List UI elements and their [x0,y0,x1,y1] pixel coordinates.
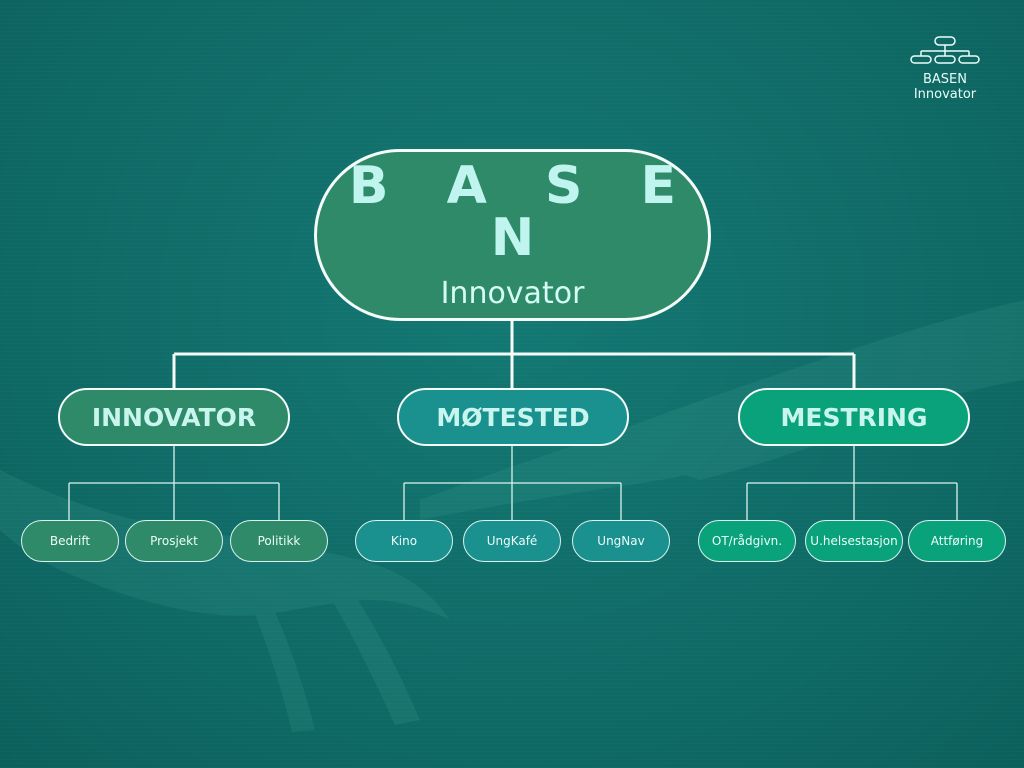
leaf-politikk: Politikk [230,520,328,562]
branch-motested: MØTESTED [397,388,629,446]
logo-text: BASEN Innovator [913,72,977,102]
leaf-kino: Kino [355,520,453,562]
branch-innovator: INNOVATOR [58,388,290,446]
leaf-ungkafe: UngKafé [463,520,561,562]
root-subtitle: Innovator [440,275,585,311]
logo: BASEN Innovator [890,36,1000,102]
leaf-bedrift: Bedrift [21,520,119,562]
leaf-ot-radgivn: OT/rådgivn. [698,520,796,562]
branch-mestring: MESTRING [738,388,970,446]
org-chart-icon [910,36,980,64]
leaf-u-helsestasjon: U.helsestasjon [805,520,903,562]
root-node: B A S E N Innovator [314,149,711,321]
leaf-ungnav: UngNav [572,520,670,562]
leaf-prosjekt: Prosjekt [125,520,223,562]
root-title: B A S E N [348,155,697,268]
leaf-attforing: Attføring [908,520,1006,562]
